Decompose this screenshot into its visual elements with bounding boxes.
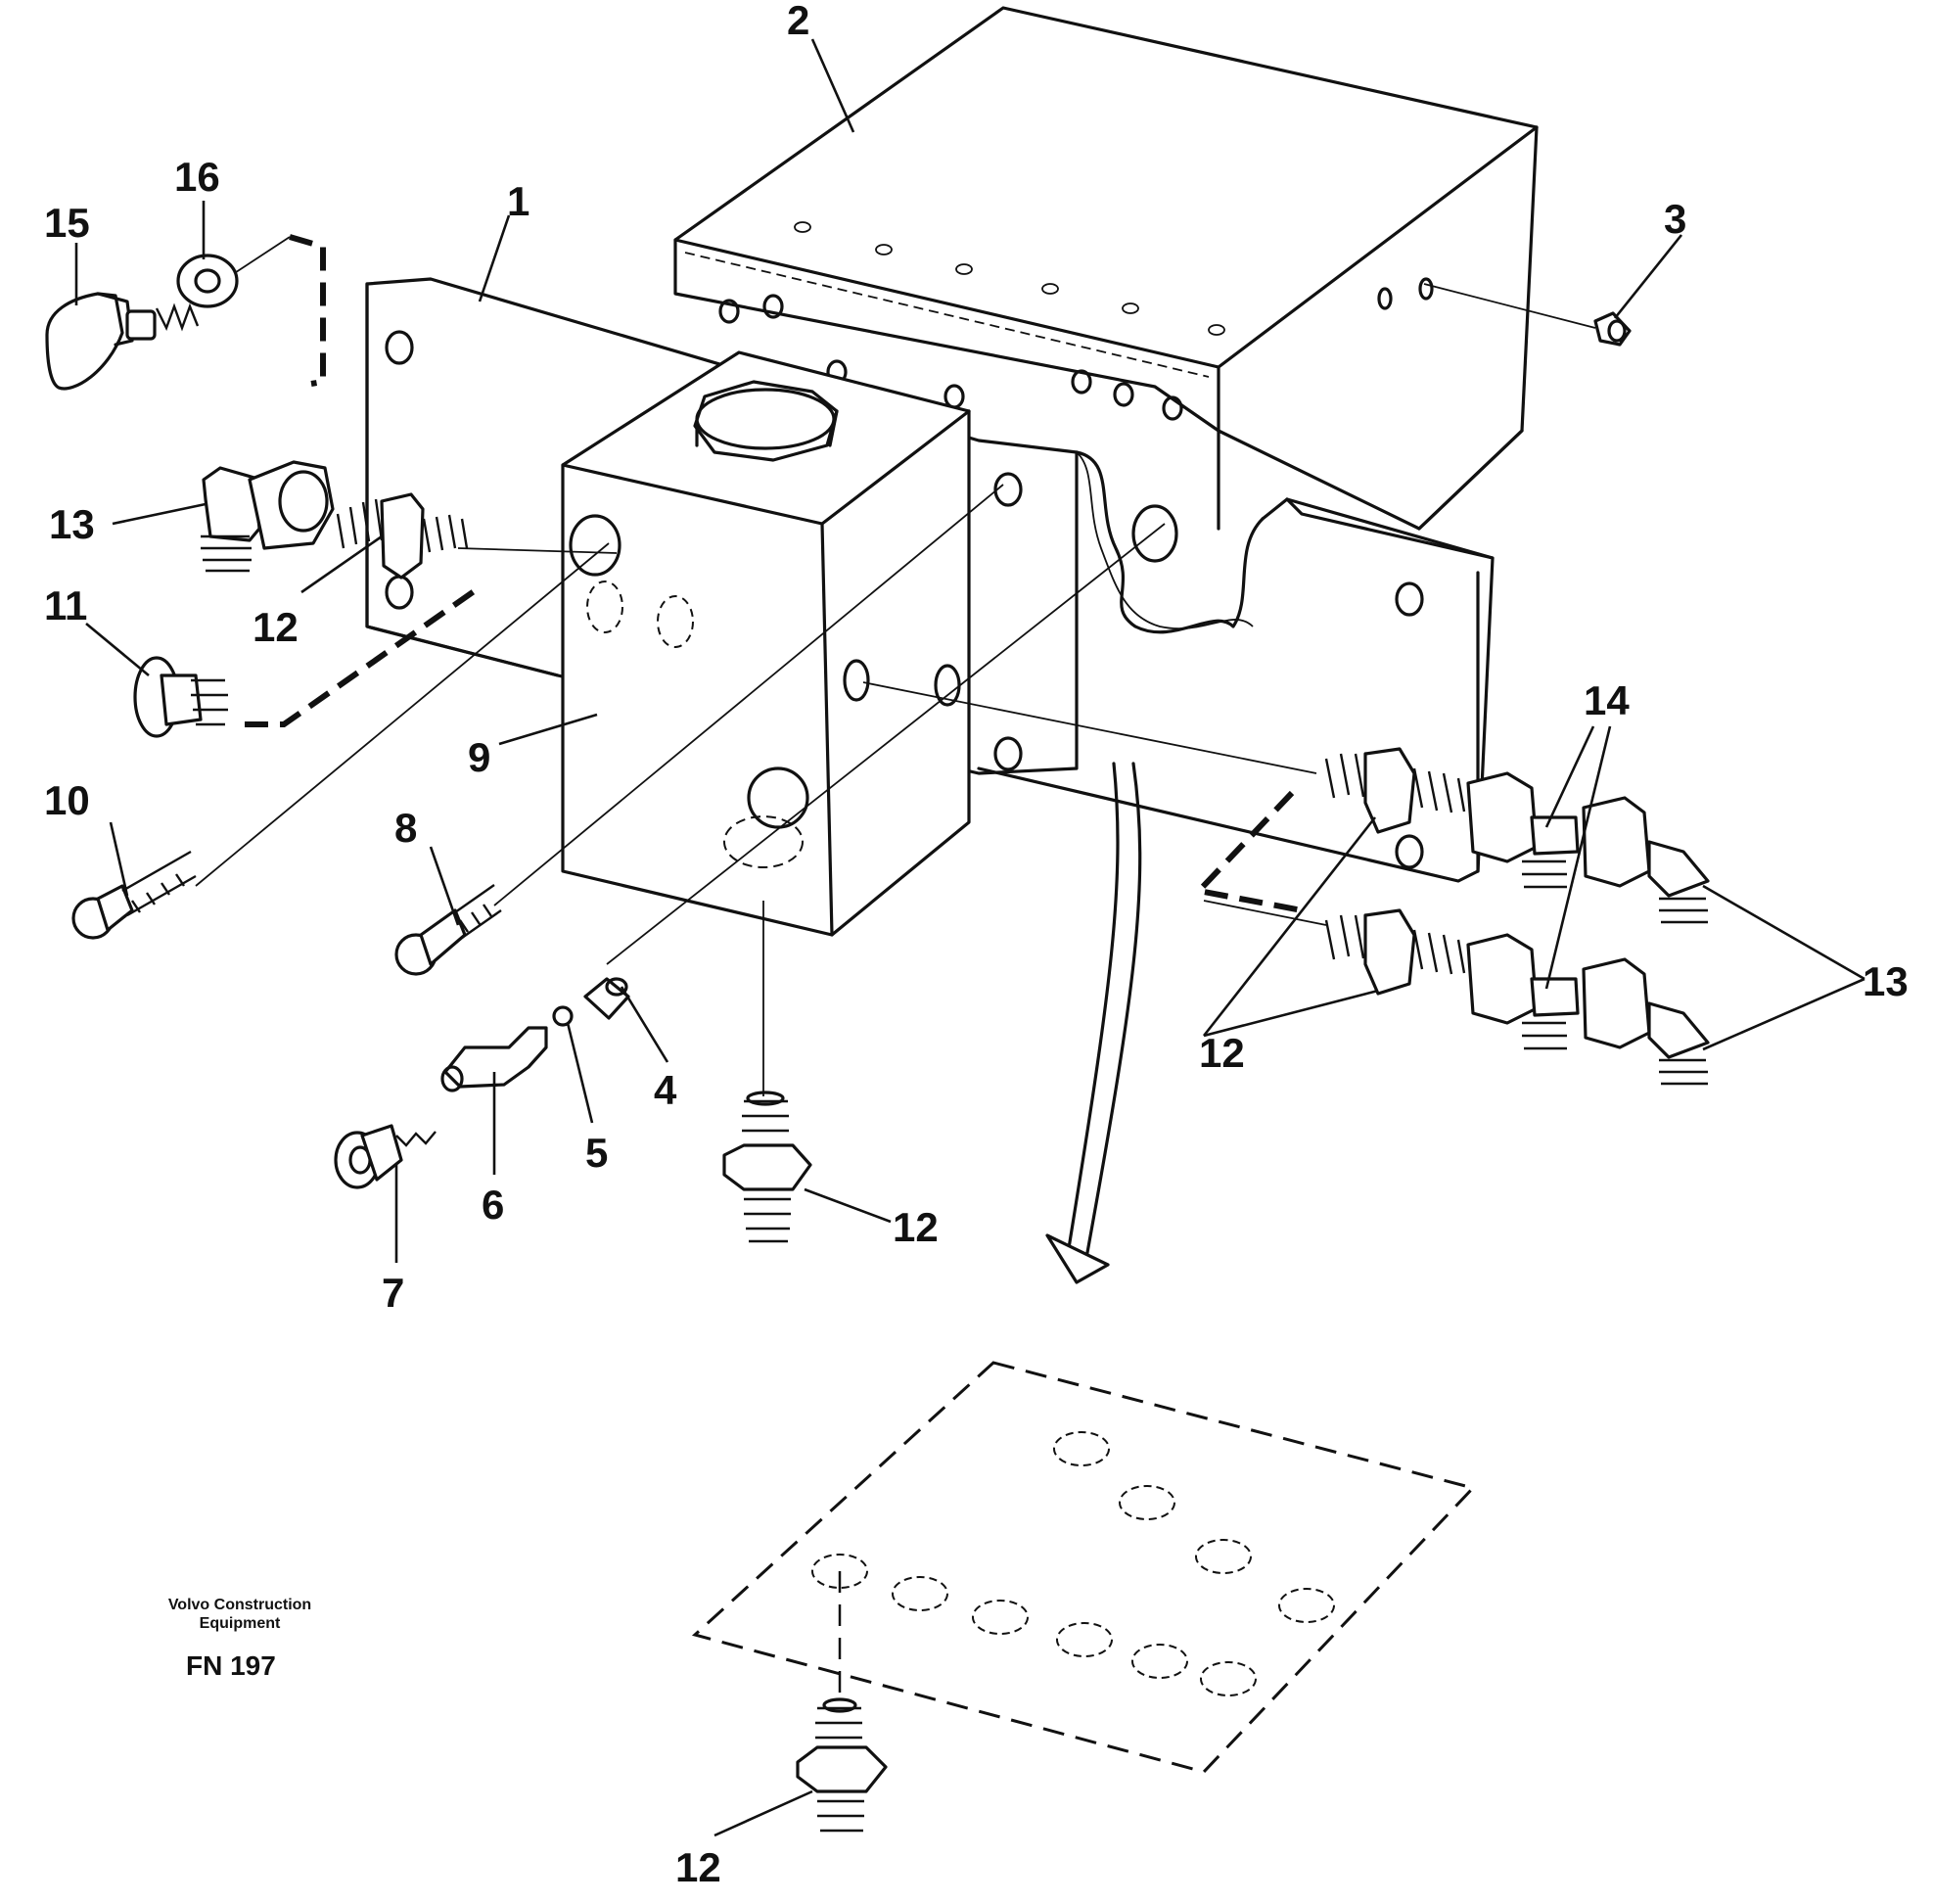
mounting-footprint	[691, 1361, 1476, 1774]
elbow-fitting-13-left	[201, 460, 335, 573]
ball-5	[552, 1005, 574, 1027]
callout-12-left: 12	[253, 604, 299, 650]
washer-16	[176, 254, 239, 308]
publisher-line-2: Equipment	[199, 1615, 281, 1632]
sleeve-4	[583, 977, 630, 1020]
adapter-fitting-12-bottom	[796, 1697, 888, 1833]
callout-14: 14	[1584, 677, 1630, 723]
callout-8: 8	[394, 805, 417, 851]
plug-3	[1593, 311, 1632, 347]
callout-leaders	[74, 38, 1865, 1837]
callout-7: 7	[382, 1270, 404, 1316]
callout-16: 16	[174, 154, 220, 200]
fitting-assembly-right-upper	[1324, 747, 1710, 924]
plug-15	[45, 292, 200, 391]
callout-10: 10	[44, 777, 90, 823]
callout-4: 4	[654, 1067, 677, 1113]
fitting-assembly-right-lower	[1324, 908, 1710, 1086]
plug-7	[334, 1124, 437, 1189]
adapter-fitting-12-center	[722, 1091, 812, 1243]
callout-3: 3	[1664, 196, 1686, 242]
plug-11	[133, 656, 228, 738]
callout-12-bottom: 12	[675, 1844, 721, 1890]
publisher-label: Volvo Construction Equipment	[147, 1596, 333, 1633]
callout-1: 1	[507, 178, 529, 224]
callout-5: 5	[585, 1130, 608, 1176]
adapter-fitting-12-left	[336, 492, 469, 580]
callout-2: 2	[787, 0, 809, 43]
callout-11: 11	[44, 582, 87, 628]
piston-6	[440, 1026, 548, 1092]
callout-9: 9	[468, 734, 490, 780]
callout-12-right: 12	[1199, 1030, 1245, 1076]
auxiliary-block	[561, 350, 971, 937]
callout-12-center: 12	[893, 1204, 939, 1250]
callout-labels: 2 3 1 16 15 13 12 11 10 9 8 4 5 6 7 12 1…	[44, 0, 1909, 1890]
bolt-8	[394, 884, 502, 976]
valve-block-main	[673, 6, 1539, 634]
callout-15: 15	[44, 200, 90, 246]
publisher-line-1: Volvo Construction	[167, 1597, 312, 1613]
leader-lines	[195, 234, 1596, 1703]
callout-6: 6	[482, 1182, 504, 1228]
bolt-10	[71, 850, 197, 940]
callout-13-left: 13	[49, 501, 95, 547]
figure-code: FN 197	[186, 1650, 276, 1681]
callout-13-right: 13	[1863, 958, 1909, 1004]
